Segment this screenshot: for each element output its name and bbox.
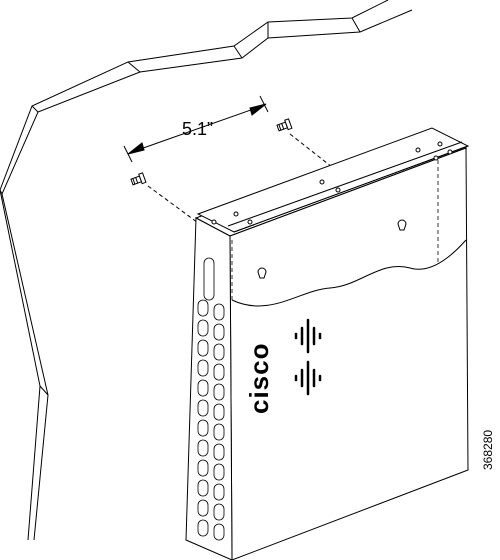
dimension-label: 5.1” — [182, 119, 213, 139]
hidden-edges — [231, 160, 439, 300]
dimension-indicator — [123, 95, 269, 163]
dimension-line — [131, 105, 263, 153]
front-vents — [197, 257, 225, 541]
wall-outline — [0, 0, 413, 541]
screw-icon — [130, 172, 147, 186]
arrowhead-right — [249, 103, 267, 116]
cutaway-edge — [231, 239, 467, 307]
keyhole-slot-icon — [257, 219, 407, 279]
figure-number: 368280 — [481, 430, 495, 470]
cisco-logo: cisco — [244, 318, 322, 415]
screw-icon — [276, 118, 293, 132]
logo-bars — [294, 318, 322, 396]
mounting-bracket — [196, 127, 470, 233]
brand-wordmark: cisco — [244, 343, 274, 415]
arrowhead-left — [127, 142, 145, 155]
